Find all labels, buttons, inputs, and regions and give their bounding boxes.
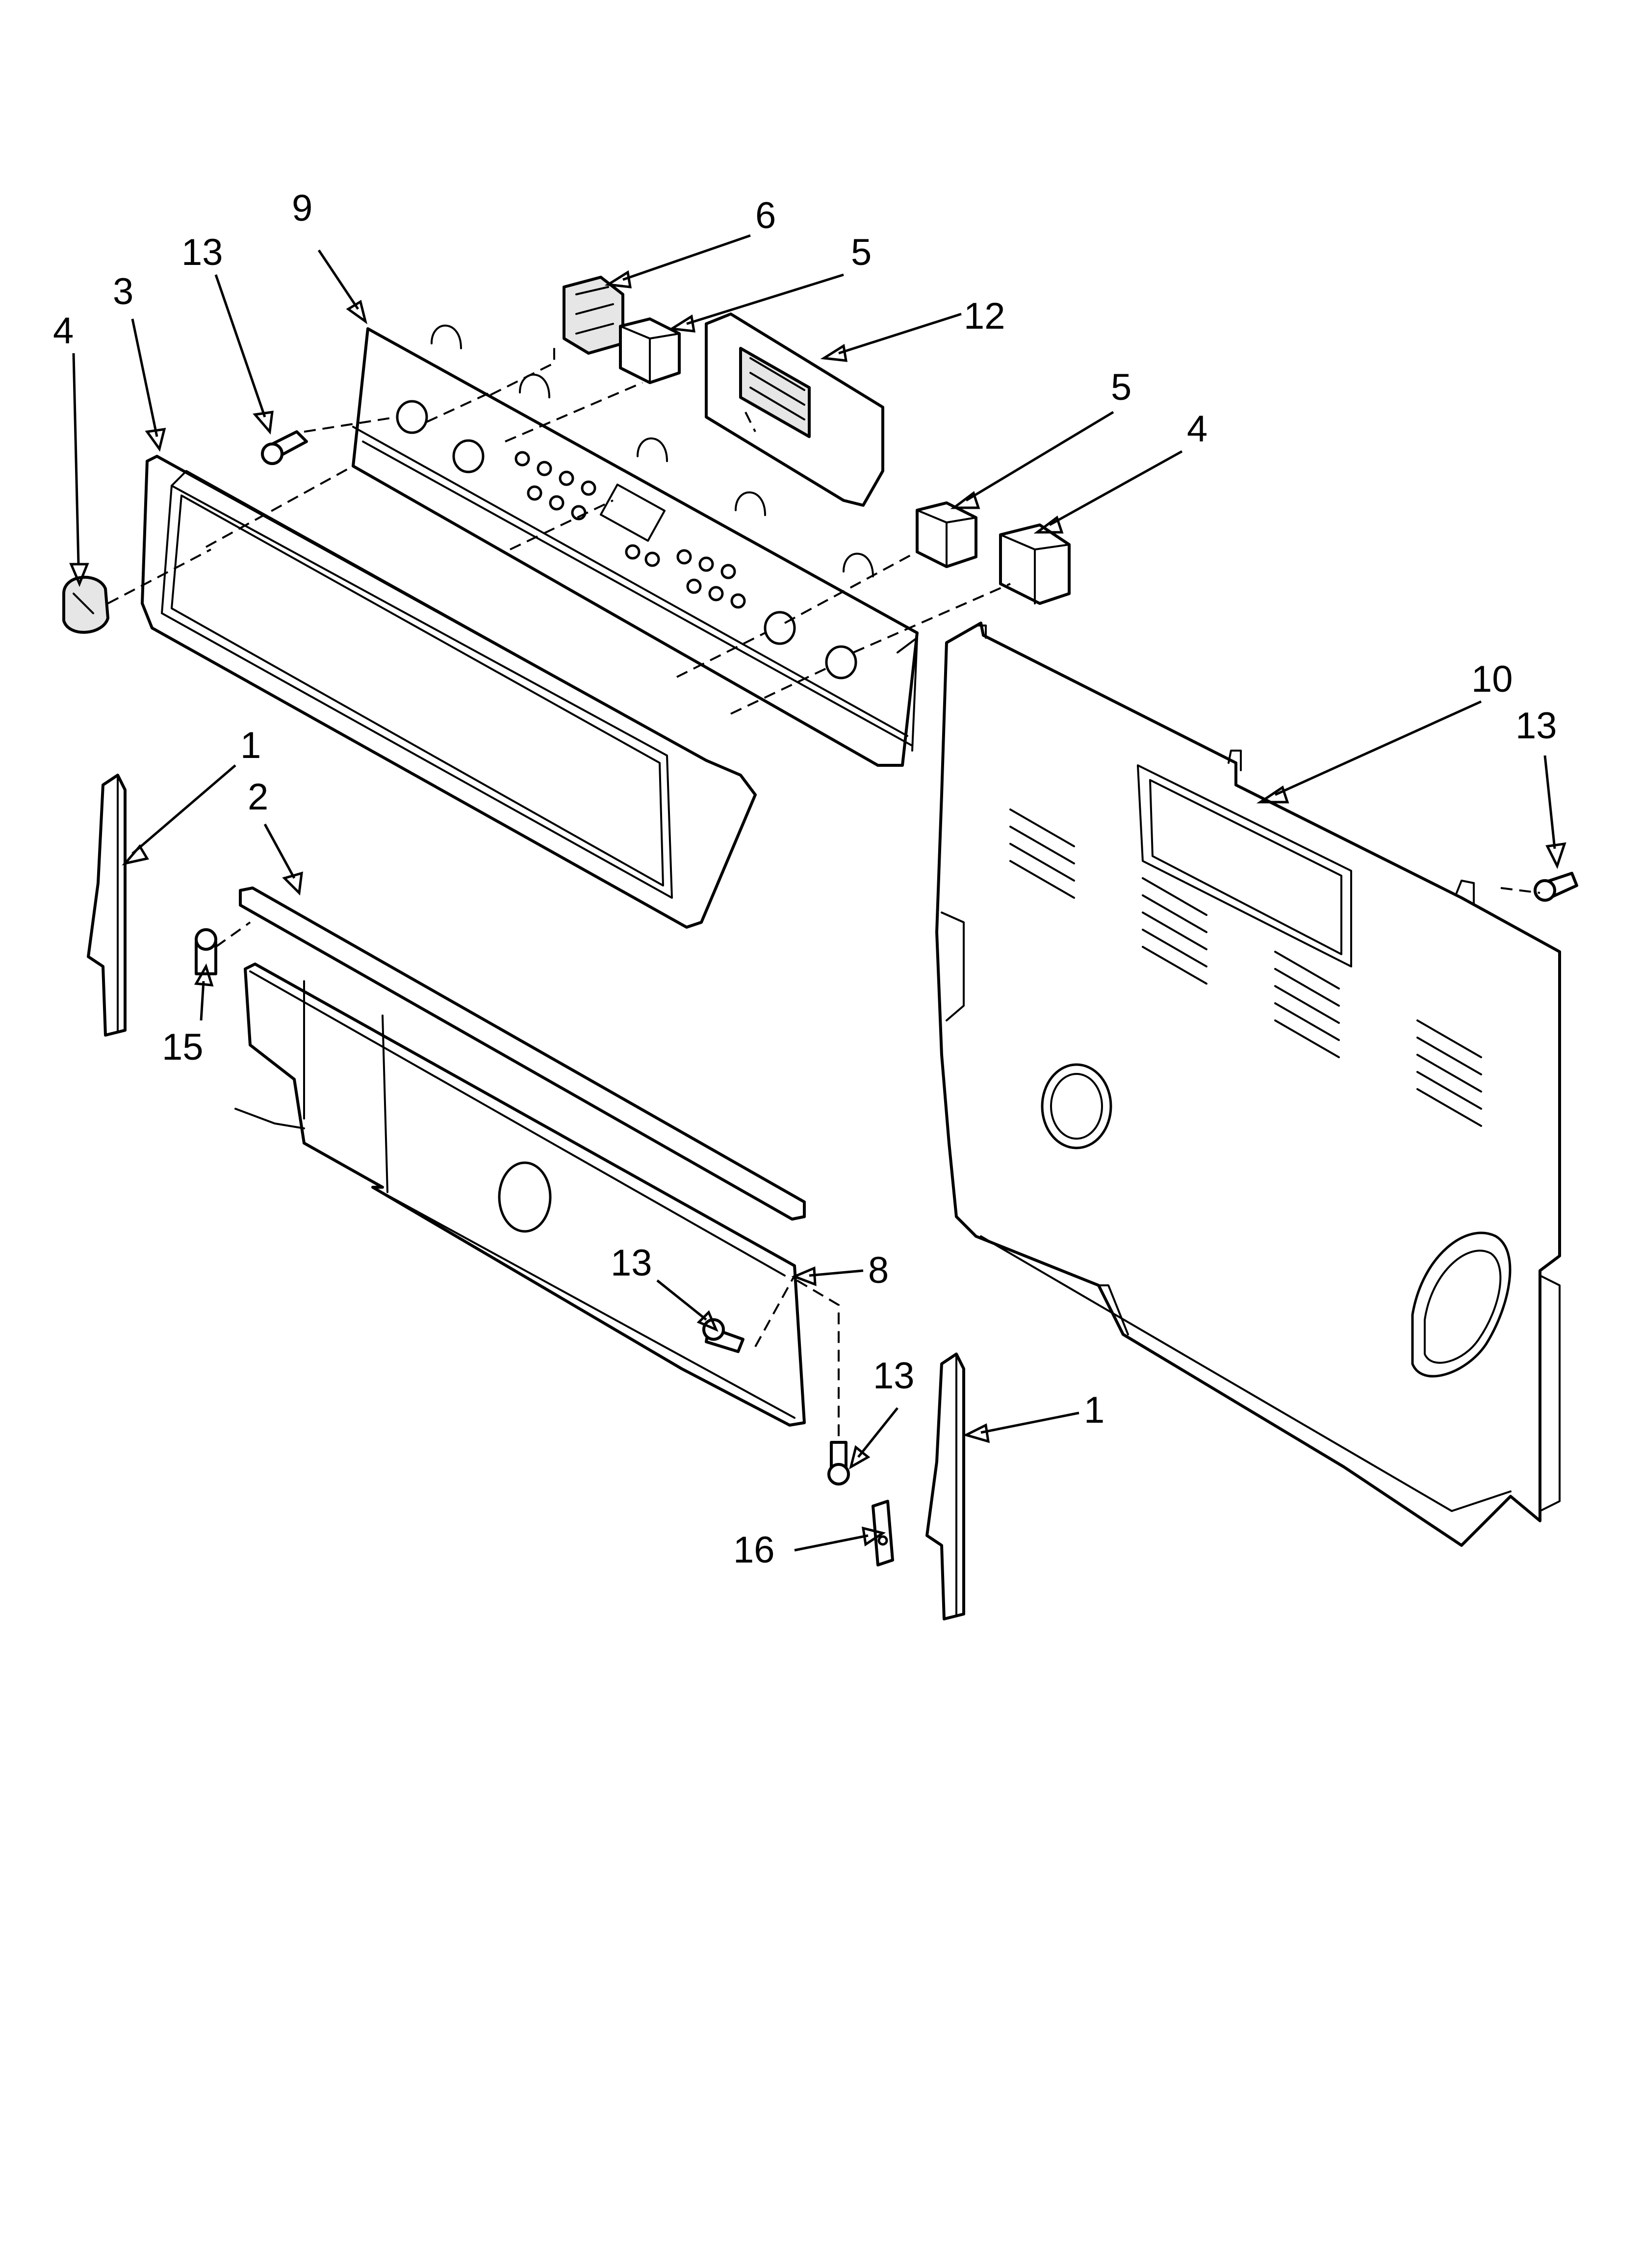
callout-5-upper: 5: [851, 232, 872, 273]
callout-16: 16: [733, 1529, 775, 1571]
rear-panel-round-hole: [1041, 1063, 1112, 1149]
callout-2: 2: [248, 776, 268, 818]
part-2-rail: [239, 886, 806, 1221]
part-1-left-bracket: [87, 774, 127, 1037]
vent-slots-2: [1142, 877, 1207, 985]
part-4-switch: [999, 523, 1071, 605]
callout-6: 6: [755, 195, 776, 236]
callout-3: 3: [113, 271, 133, 313]
callout-4: 4: [1187, 408, 1207, 450]
callout-13-right: 13: [1515, 705, 1557, 747]
vent-slots-4: [1416, 1019, 1482, 1127]
part-13-lower-screw: [827, 1441, 850, 1486]
control-panel-tabs: [431, 324, 874, 577]
callout-14: 13: [181, 232, 223, 273]
control-panel-knob-holes: [396, 400, 857, 679]
callout-9: 9: [292, 187, 312, 229]
bracket-round-hole: [498, 1161, 552, 1233]
assembly-dash-lines: [107, 343, 1540, 1437]
part-8-lower-bracket: [234, 963, 806, 1427]
part-15-screw: [195, 928, 217, 975]
callout-15: 15: [162, 1026, 204, 1068]
part-5-upper-indicator: [619, 317, 681, 384]
vent-slots-1: [1009, 808, 1075, 899]
callout-12: 12: [964, 295, 1005, 337]
callout-7: 4: [53, 310, 74, 352]
callout-labels: 4 3 13 9 6 5 12 5 4 10 13 1 2 15 13 8 13…: [53, 187, 1557, 1571]
part-10-rear-panel: [935, 622, 1561, 1547]
callout-5-lower: 5: [1111, 366, 1131, 408]
part-5-lower-indicator: [916, 501, 977, 568]
part-6-switch: [563, 276, 624, 355]
part-1-right-bracket: [925, 1353, 965, 1620]
part-12-control-board: [705, 313, 884, 507]
callout-13-lower: 13: [873, 1355, 915, 1397]
part-13-right-screw: [1534, 872, 1578, 902]
vent-slots-3: [1274, 951, 1340, 1058]
part-9-control-panel: [352, 324, 919, 767]
rear-panel-oval-hole: [1411, 1231, 1512, 1378]
part-7-knob: [62, 575, 109, 634]
callout-8: 8: [868, 1250, 889, 1291]
callout-13-middle: 13: [611, 1242, 652, 1284]
control-panel-display-window: [599, 483, 666, 542]
callout-1-left: 1: [240, 725, 261, 766]
part-3-trim: [141, 455, 757, 929]
callout-10: 10: [1471, 658, 1513, 700]
part-14-screw: [261, 430, 308, 465]
callout-1-right: 1: [1084, 1389, 1104, 1431]
leader-lines: [69, 234, 1566, 1552]
control-panel-buttons: [514, 451, 746, 609]
